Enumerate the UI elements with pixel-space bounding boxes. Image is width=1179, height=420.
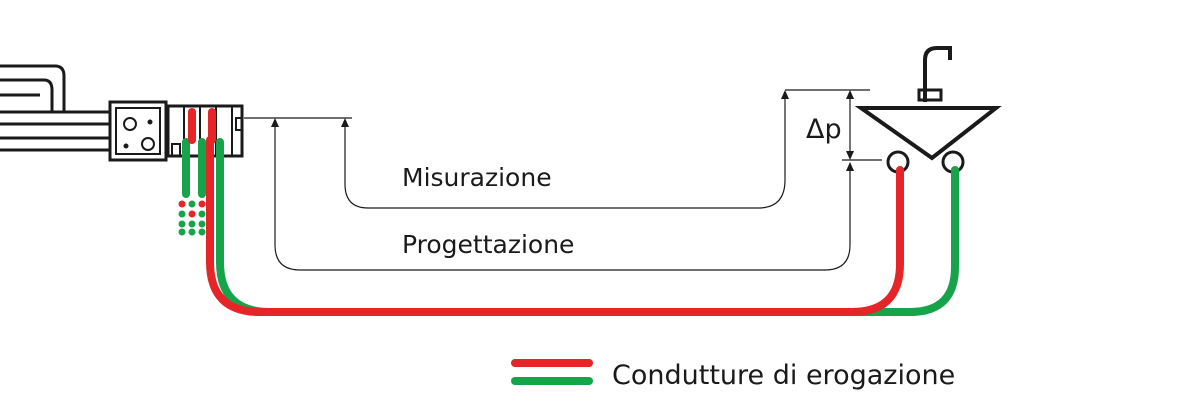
- cold-supply-line: [216, 138, 959, 316]
- dimension-lines: [244, 89, 882, 271]
- progettazione-bracket: [274, 120, 851, 271]
- arrowheads: [271, 90, 854, 171]
- pipe-dots: [178, 200, 206, 236]
- misurazione-bracket: [344, 92, 786, 209]
- hot-pipes: [188, 108, 904, 316]
- hot-supply-line: [206, 136, 904, 316]
- sink: [854, 46, 1002, 174]
- wall-pipes: [0, 64, 110, 152]
- misurazione-label: Misurazione: [402, 163, 552, 192]
- legend-label: Condutture di erogazione: [612, 360, 955, 391]
- legend: Condutture di erogazione: [511, 359, 955, 391]
- distribution-box: [108, 100, 168, 162]
- cold-pipes: [182, 138, 959, 316]
- progettazione-label: Progettazione: [402, 230, 574, 259]
- delta-p-label: Δp: [806, 114, 842, 145]
